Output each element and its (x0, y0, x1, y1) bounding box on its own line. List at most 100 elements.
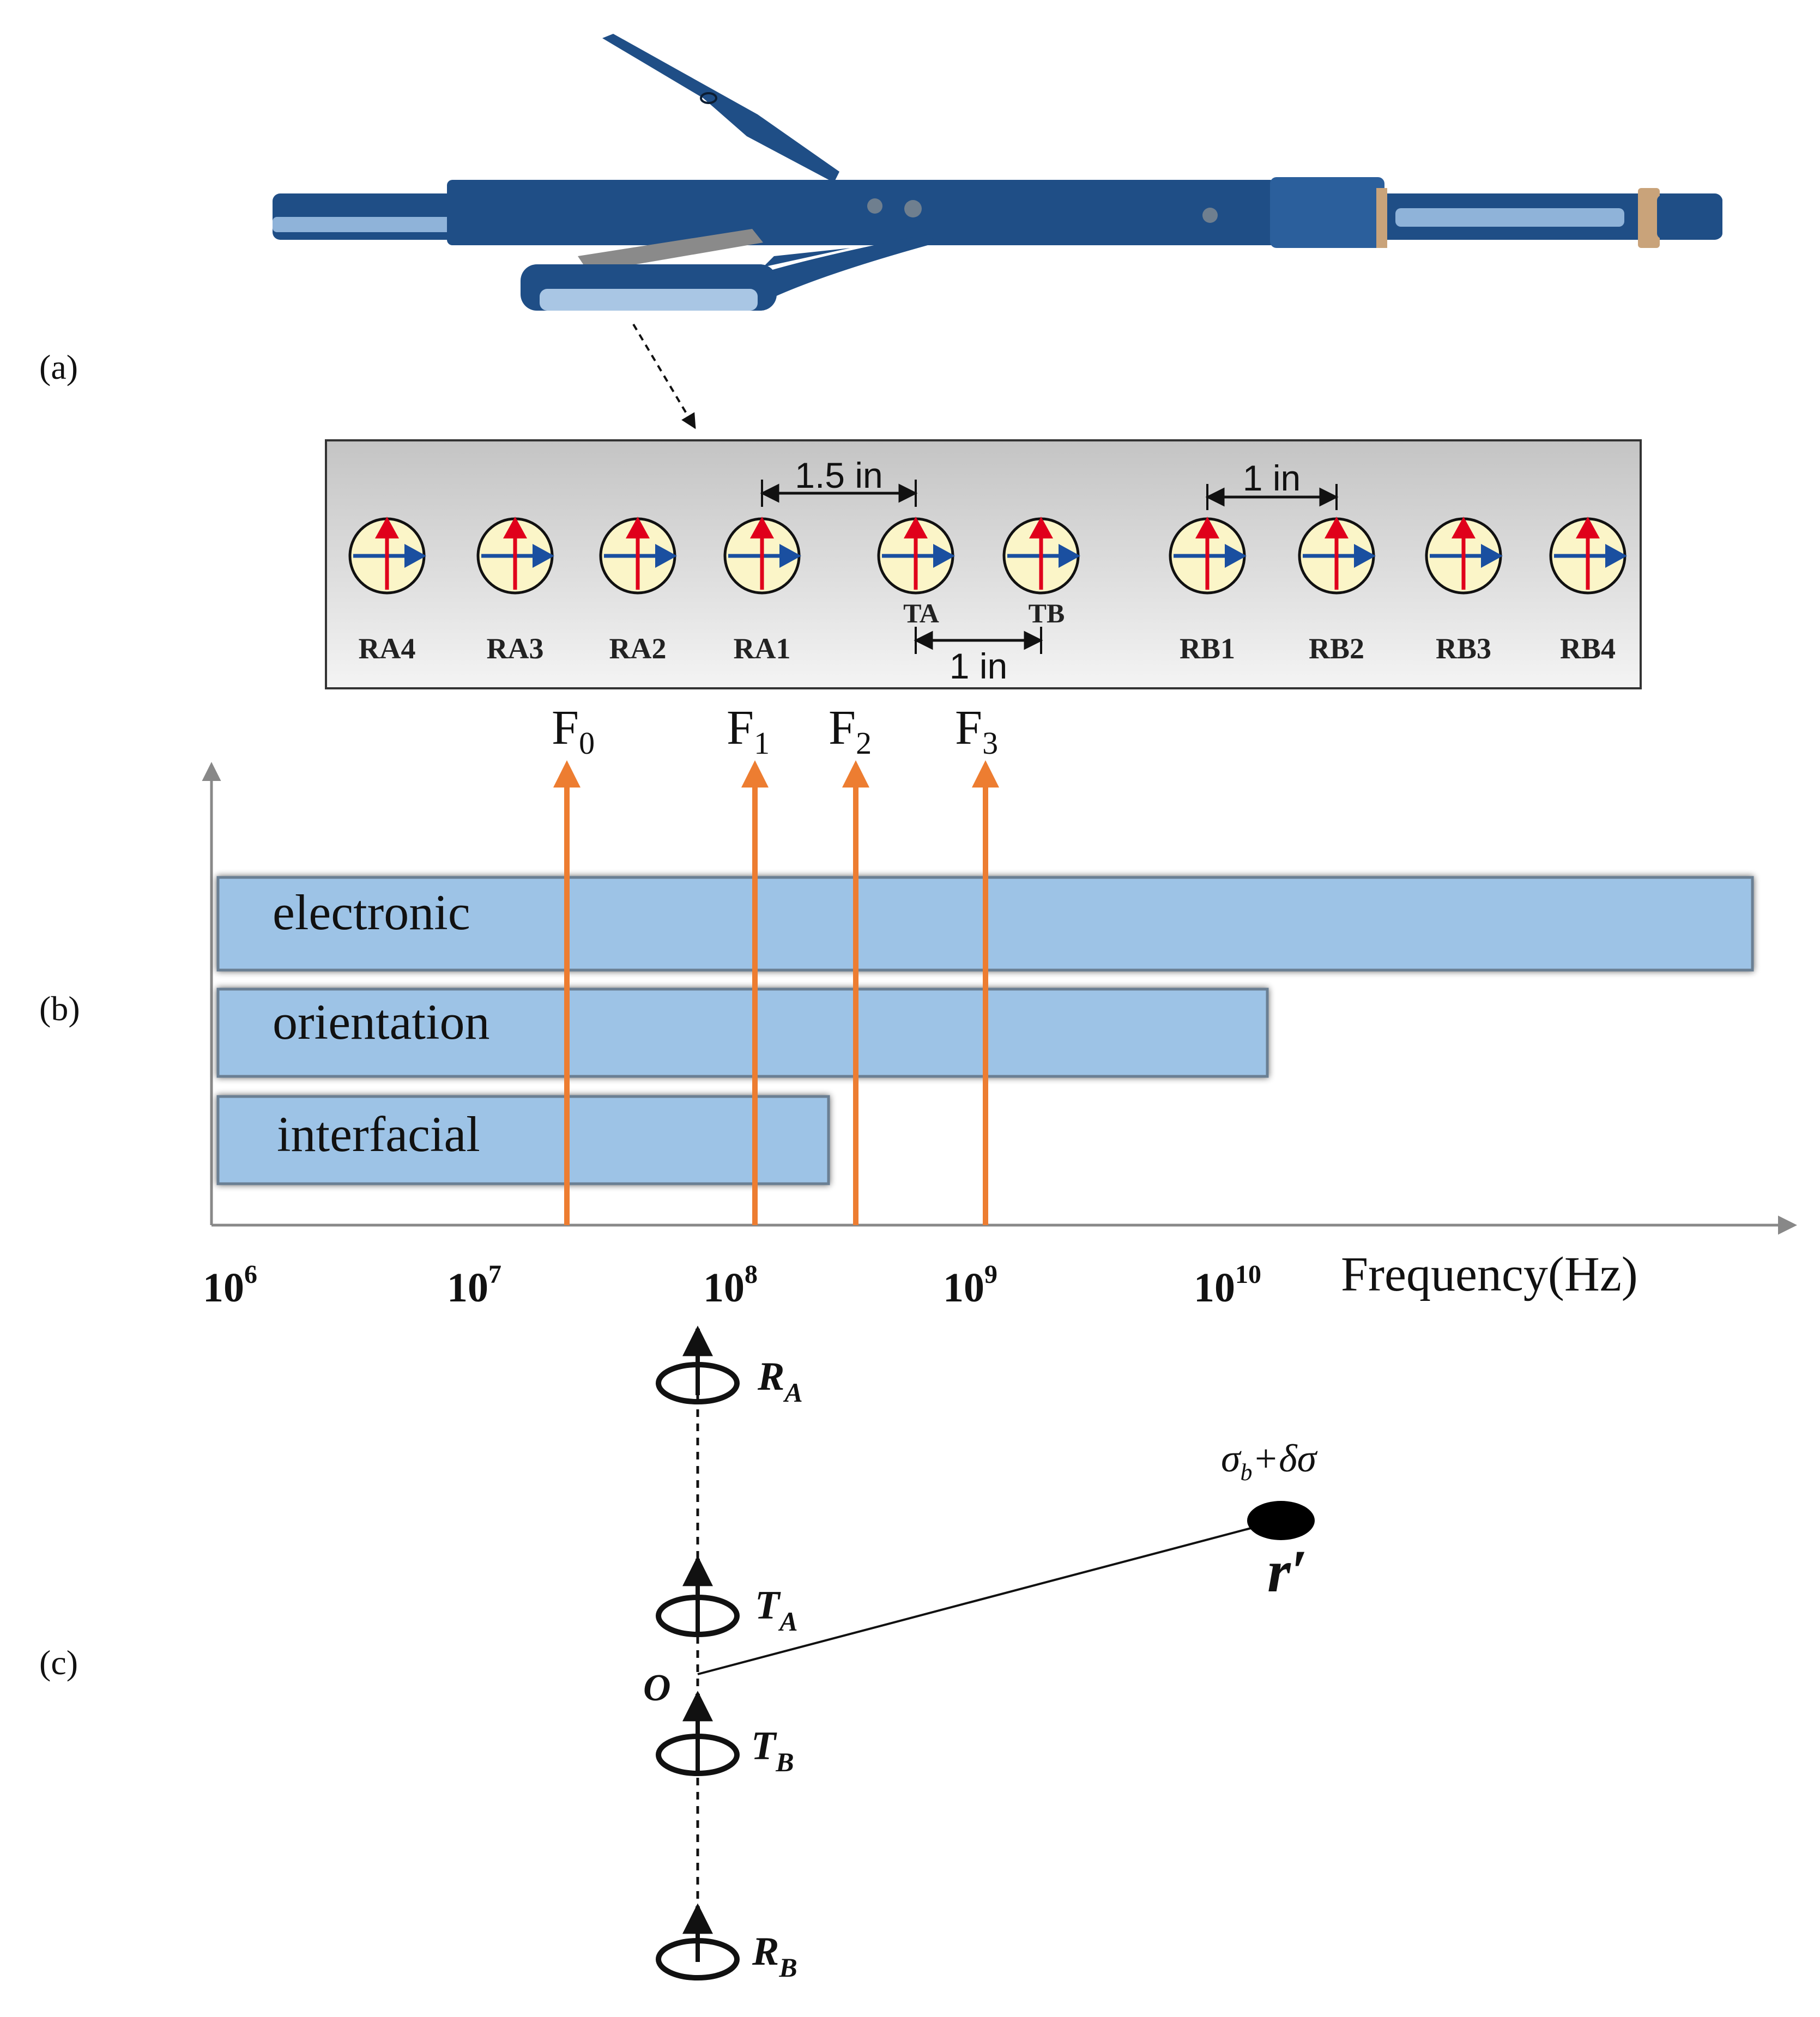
bar-orientation (216, 988, 1269, 1078)
antenna-blue-arrowhead (1354, 544, 1376, 568)
antenna-tb: TB (1002, 517, 1080, 628)
spacing-dimension-bottom: 1 in (914, 627, 1043, 686)
antenna-rb3: RB3 (1425, 517, 1503, 665)
marker-label-f1: F1 (727, 701, 770, 761)
antenna-label: RA1 (734, 632, 791, 665)
tool-upper-arm (602, 34, 839, 183)
coil-label-ra: RA (757, 1354, 803, 1408)
x-axis-title: Frequency(Hz) (1341, 1247, 1638, 1301)
antenna-row: RA4 RA3 RA2 RA1 TA TB RB1 RB2 RB3 RB4 (348, 517, 1627, 665)
antenna-label: RB1 (1180, 632, 1235, 665)
tool-lower-arm (763, 248, 850, 267)
coil-label-rb: RB (752, 1929, 797, 1983)
bar-label-electronic: electronic (273, 885, 470, 940)
tool-hole (867, 198, 882, 214)
pad-to-layout-pointer (632, 323, 696, 429)
tool-hole (1202, 208, 1218, 223)
antenna-rb1: RB1 (1169, 517, 1247, 665)
coil-label-ta: TA (755, 1583, 798, 1637)
antenna-blue-arrowhead (1225, 544, 1247, 568)
panel-b: (b) electronic orientation interfacial F… (39, 701, 1797, 1311)
tool-end-cap (1657, 195, 1722, 239)
antenna-red-arrowhead (1452, 517, 1476, 538)
coil-loop (656, 1595, 740, 1637)
tool-left-section-highlight (273, 217, 452, 232)
antenna-red-arrowhead (626, 517, 650, 538)
coil-rb: RB (656, 1903, 797, 1983)
coil-tb: TB (656, 1691, 794, 1777)
spacing-dimension-top: 1.5 in (760, 455, 918, 507)
antenna-ra4: RA4 (348, 517, 426, 665)
tool-pad-face (540, 289, 758, 311)
tick-label-1e8: 108 (703, 1260, 758, 1311)
tick-label-1e9: 109 (943, 1260, 997, 1311)
antenna-label: RA4 (359, 632, 416, 665)
antenna-label: RB4 (1560, 632, 1616, 665)
antenna-label: TA (903, 598, 939, 628)
antenna-red-arrowhead (1325, 517, 1349, 538)
frequency-marker-f2: F2 (829, 701, 872, 1225)
coil-loop (656, 1938, 740, 1980)
antenna-ra1: RA1 (723, 517, 801, 665)
position-vector (697, 1519, 1280, 1675)
tool-mid-housing (447, 180, 1275, 245)
antenna-red-arrowhead (375, 517, 399, 538)
antenna-blue-arrowhead (404, 544, 426, 568)
coil-loop (656, 1362, 740, 1404)
antenna-label: RA2 (609, 632, 667, 665)
antenna-red-arrowhead (1029, 517, 1053, 538)
bar-label-orientation: orientation (273, 994, 490, 1050)
antenna-blue-arrowhead (779, 544, 801, 568)
x-tick-labels: 106 107 108 109 1010 (203, 1260, 1261, 1311)
antenna-rb2: RB2 (1298, 517, 1376, 665)
coil-ra: RA (656, 1325, 803, 1408)
frequency-marker-f3: F3 (955, 701, 999, 1225)
frequency-markers: F0 F1 F2 F3 (552, 701, 999, 1225)
frequency-marker-f0: F0 (552, 701, 595, 1225)
antenna-ta: TA (877, 517, 955, 628)
antenna-label: RA3 (487, 632, 544, 665)
antenna-blue-arrowhead (1059, 544, 1080, 568)
antenna-blue-arrowhead (655, 544, 677, 568)
antenna-ra3: RA3 (476, 517, 554, 665)
antenna-blue-arrowhead (1605, 544, 1627, 568)
antenna-red-arrowhead (1576, 517, 1600, 538)
antenna-red-arrowhead (503, 517, 527, 538)
coil-label-tb: TB (751, 1724, 794, 1777)
bar-label-interfacial: interfacial (277, 1106, 480, 1162)
perturbation-label: σb+δσ (1221, 1437, 1318, 1486)
antenna-blue-arrowhead (1481, 544, 1503, 568)
panel-a-label: (a) (39, 348, 78, 386)
spacing-label-bottom: 1 in (950, 646, 1007, 686)
antenna-red-arrowhead (904, 517, 928, 538)
spacing-dimension-right: 1 in (1205, 458, 1339, 510)
spacing-label-top: 1.5 in (795, 455, 882, 495)
marker-label-f3: F3 (955, 701, 998, 761)
coil-ta: TA (656, 1555, 798, 1637)
perturbation-point (1247, 1501, 1315, 1540)
coil-loop (656, 1734, 740, 1776)
panel-a: (a) (39, 34, 1722, 689)
origin-label: O (643, 1667, 671, 1709)
tick-label-1e6: 106 (203, 1260, 257, 1311)
point-label-r-prime: r′ (1267, 1538, 1308, 1604)
antenna-red-arrowhead (1195, 517, 1219, 538)
antenna-blue-arrowhead (533, 544, 554, 568)
panel-c-label: (c) (39, 1643, 78, 1682)
marker-label-f0: F0 (552, 701, 595, 761)
panel-b-label: (b) (39, 989, 80, 1028)
antenna-rb4: RB4 (1549, 517, 1627, 665)
marker-label-f2: F2 (829, 701, 872, 761)
antenna-red-arrowhead (750, 517, 774, 538)
antenna-label: RB2 (1309, 632, 1364, 665)
logging-tool-illustration (273, 34, 1722, 311)
bar-interfacial (216, 1095, 830, 1185)
panel-c: (c) RA TA TB RB O r′ σb+δσ (39, 1325, 1318, 1983)
tick-label-1e10: 1010 (1194, 1260, 1261, 1311)
tick-label-1e7: 107 (447, 1260, 501, 1311)
antenna-label: RB3 (1436, 632, 1491, 665)
tool-upper-arm-pin (700, 92, 717, 104)
spacing-label-right: 1 in (1243, 458, 1301, 498)
tool-hole (904, 200, 922, 217)
